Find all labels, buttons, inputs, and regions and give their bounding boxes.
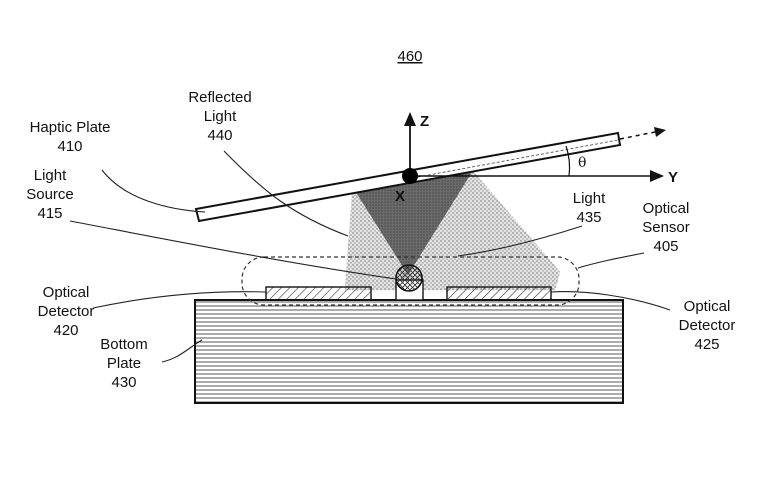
svg-text:410: 410 (57, 138, 82, 155)
figure-number: 460 (397, 48, 422, 65)
label-optical-detector-left: Optical Detector 420 (38, 284, 95, 339)
y-axis-arrowhead (650, 170, 664, 182)
label-light: Light 435 (573, 190, 606, 226)
label-bottom-plate: Bottom Plate 430 (100, 336, 148, 391)
label-haptic-plate: Haptic Plate 410 (30, 119, 111, 155)
svg-text:405: 405 (653, 238, 678, 255)
svg-text:440: 440 (207, 127, 232, 144)
svg-text:Light: Light (204, 108, 237, 125)
optical-detector-right (447, 287, 551, 300)
z-axis-label: Z (420, 113, 429, 130)
svg-text:Haptic Plate: Haptic Plate (30, 119, 111, 136)
svg-text:430: 430 (111, 374, 136, 391)
svg-text:Light: Light (573, 190, 606, 207)
pivot-point (402, 168, 418, 184)
label-light-source: Light Source 415 (26, 167, 74, 222)
angle-label: θ (578, 155, 586, 171)
svg-text:Detector: Detector (38, 303, 95, 320)
label-reflected-light: Reflected Light 440 (188, 89, 251, 144)
x-axis-label: X (395, 188, 405, 205)
svg-text:Optical: Optical (643, 200, 690, 217)
svg-text:Plate: Plate (107, 355, 141, 372)
svg-text:Bottom: Bottom (100, 336, 148, 353)
z-axis-arrowhead (404, 112, 416, 126)
leader-haptic-plate (102, 170, 205, 212)
plate-inner-dash (418, 140, 618, 177)
svg-text:435: 435 (576, 209, 601, 226)
svg-text:415: 415 (37, 205, 62, 222)
plate-extension (620, 132, 655, 139)
label-optical-sensor: Optical Sensor 405 (642, 200, 690, 255)
light-source (396, 265, 422, 291)
y-axis-label: Y (668, 169, 678, 186)
svg-text:Optical: Optical (684, 298, 731, 315)
plate-extension-arrowhead (654, 127, 666, 137)
bottom-plate (195, 300, 623, 403)
optical-detector-left (266, 287, 371, 300)
svg-text:Source: Source (26, 186, 74, 203)
svg-text:420: 420 (53, 322, 78, 339)
svg-text:Sensor: Sensor (642, 219, 690, 236)
svg-text:Detector: Detector (679, 317, 736, 334)
leader-optical-sensor (578, 253, 644, 268)
label-optical-detector-right: Optical Detector 425 (679, 298, 736, 353)
svg-text:425: 425 (694, 336, 719, 353)
svg-text:Optical: Optical (43, 284, 90, 301)
svg-text:Reflected: Reflected (188, 89, 251, 106)
svg-text:Light: Light (34, 167, 67, 184)
